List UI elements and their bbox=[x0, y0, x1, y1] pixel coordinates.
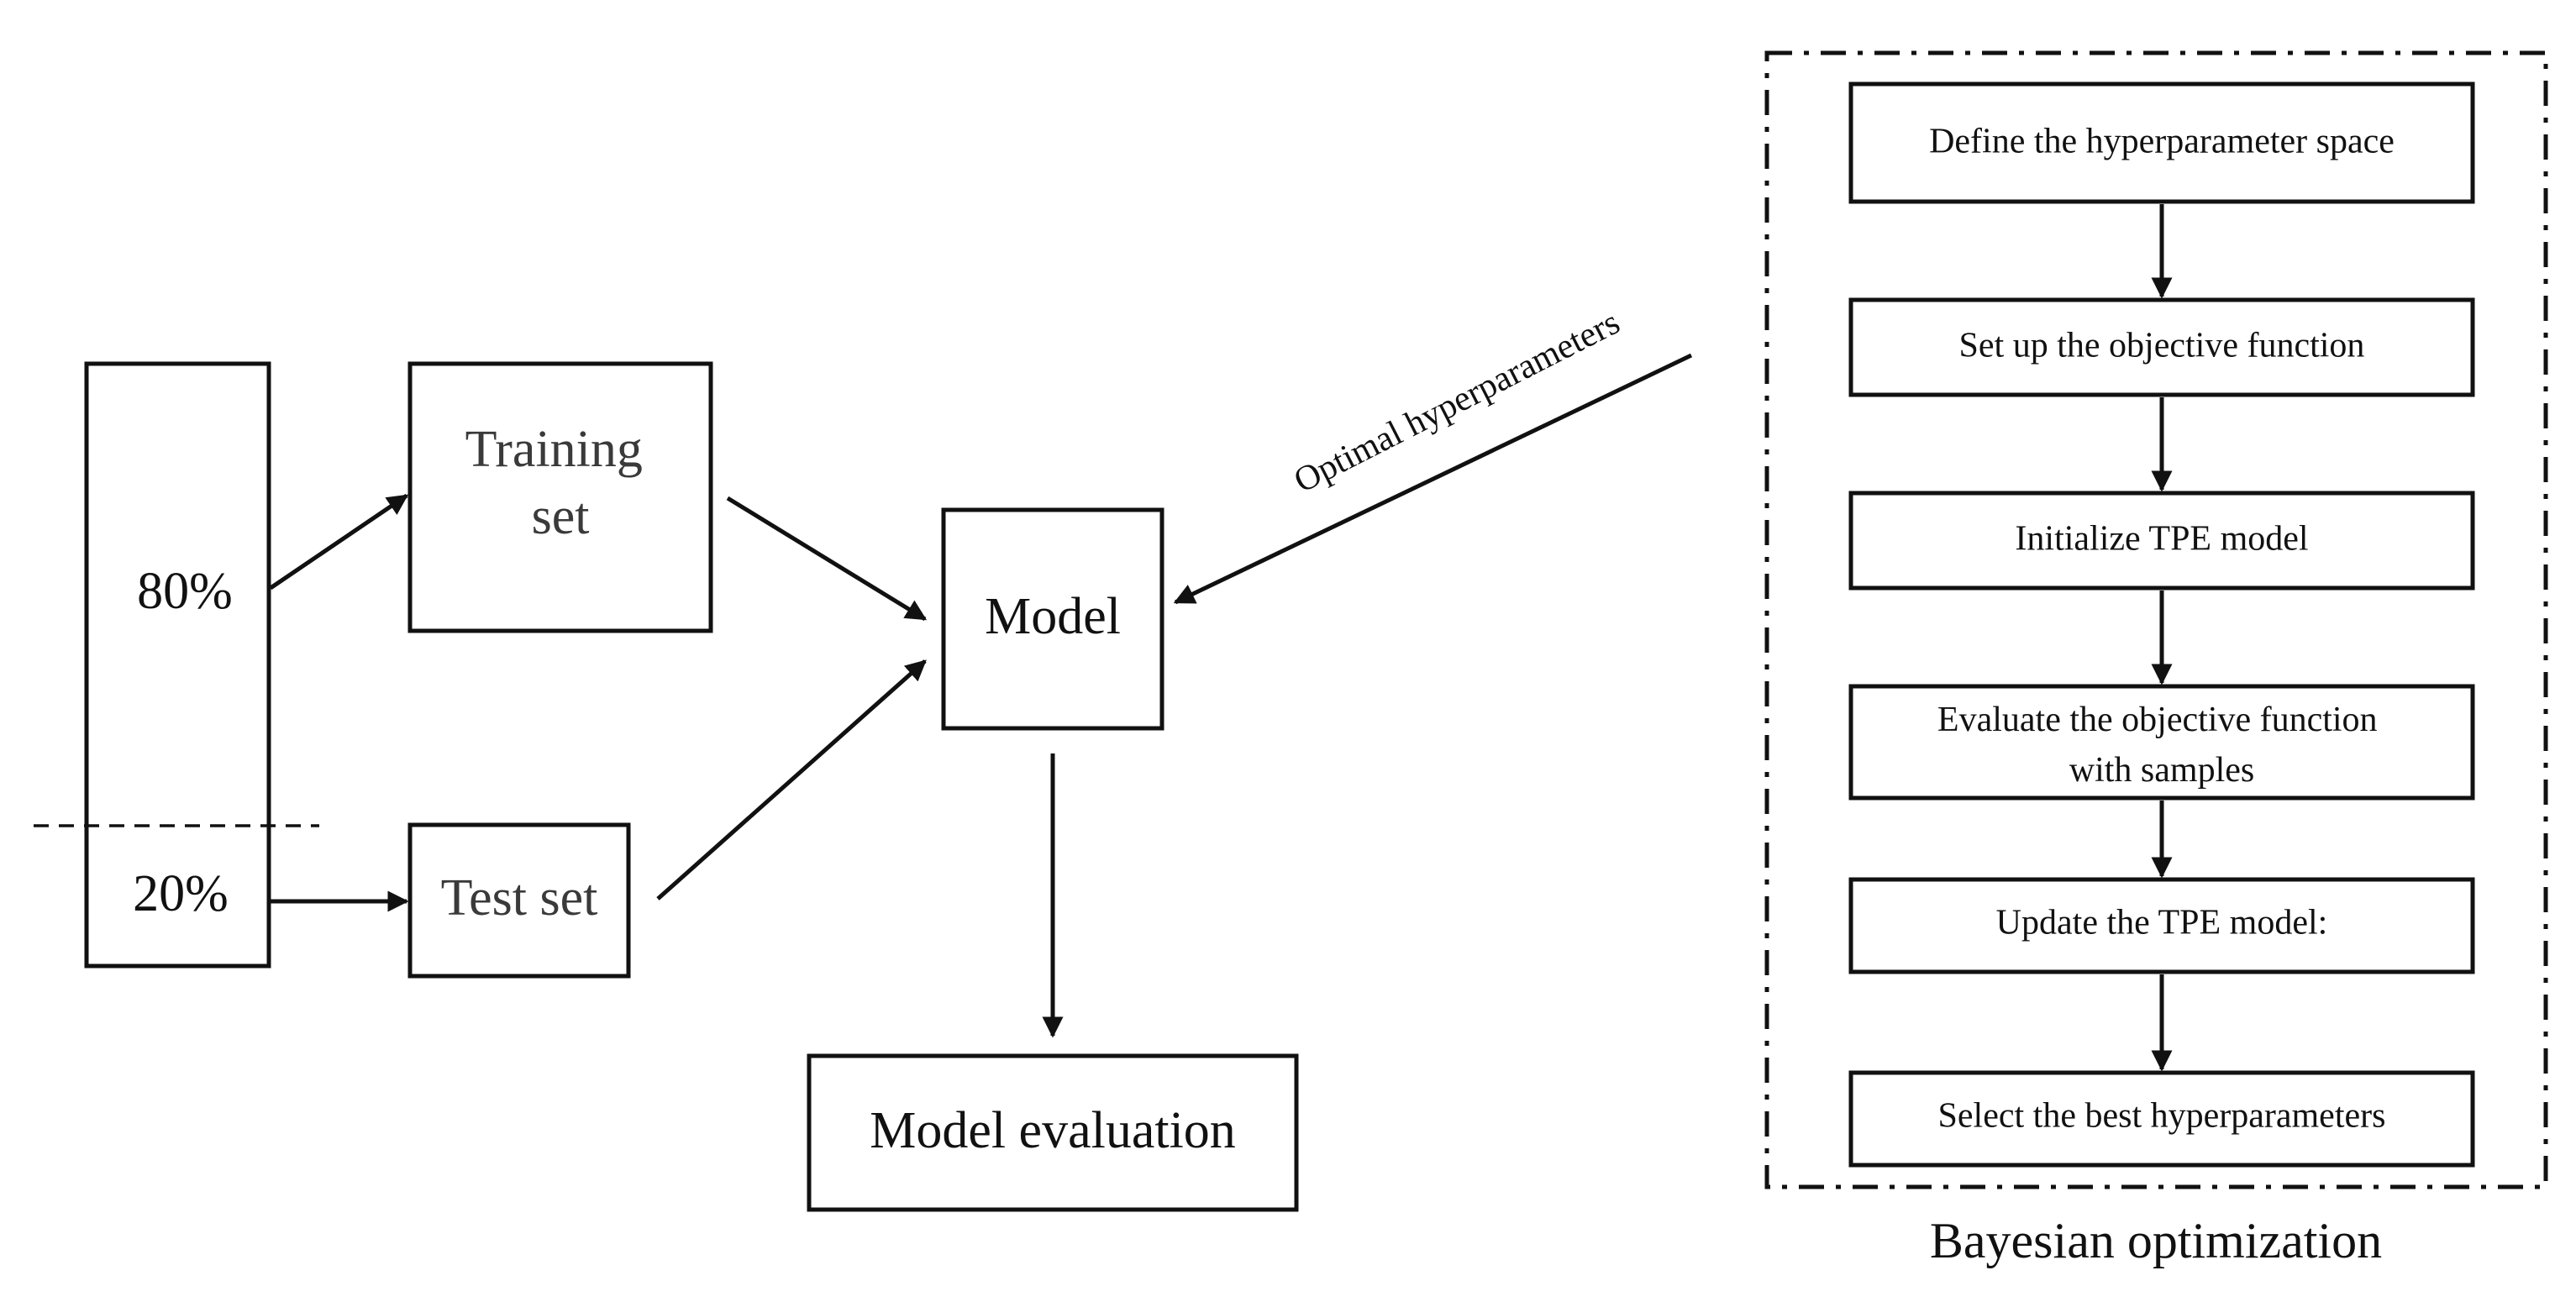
model-evaluation-label: Model evaluation bbox=[870, 1102, 1236, 1159]
test-percentage: 20% bbox=[133, 865, 229, 922]
test-set-box bbox=[407, 822, 631, 979]
step-label-4-line-2: with samples bbox=[2069, 751, 2254, 790]
step-box-2 bbox=[1848, 297, 2475, 397]
step-label-3: Initialize TPE model bbox=[2015, 520, 2308, 559]
step-box-6 bbox=[1848, 1070, 2475, 1168]
model-label: Model bbox=[985, 588, 1121, 645]
step-box-5 bbox=[1848, 877, 2475, 974]
optimal-hyperparameters-label: Optimal hyperparameters bbox=[1288, 303, 1626, 501]
step-label-1: Define the hyperparameter space bbox=[1929, 123, 2395, 161]
step-label-4: Evaluate the objective function with sam… bbox=[1937, 701, 2386, 790]
model-evaluation-box bbox=[807, 1053, 1299, 1212]
training-set-line-1: Training bbox=[465, 421, 643, 478]
bayesian-optimization-caption: Bayesian optimization bbox=[1930, 1213, 2382, 1268]
training-set-box bbox=[407, 361, 713, 633]
step-box-3 bbox=[1848, 491, 2475, 591]
step-box-4 bbox=[1848, 684, 2475, 801]
arrow-test-to-model bbox=[656, 659, 927, 900]
training-set-line-2: set bbox=[532, 488, 590, 545]
step-label-2: Set up the objective function bbox=[1959, 327, 2365, 365]
arrow-training-to-model bbox=[726, 496, 928, 622]
model-box bbox=[941, 507, 1164, 731]
test-set-label: Test set bbox=[441, 869, 598, 927]
bayesian-optimization-frame bbox=[1764, 50, 2548, 1189]
training-set-label: Training set bbox=[465, 421, 656, 545]
step-box-1 bbox=[1848, 81, 2475, 204]
arrow-optimal-hyperparameters bbox=[1173, 353, 1693, 605]
step-label-4-line-1: Evaluate the objective function bbox=[1937, 701, 2378, 739]
dataset-column-box bbox=[84, 361, 271, 969]
arrow-80-to-training bbox=[269, 493, 409, 591]
step-label-5: Update the TPE model: bbox=[1996, 904, 2328, 942]
train-percentage: 80% bbox=[137, 563, 233, 620]
step-label-6: Select the best hyperparameters bbox=[1938, 1097, 2386, 1136]
